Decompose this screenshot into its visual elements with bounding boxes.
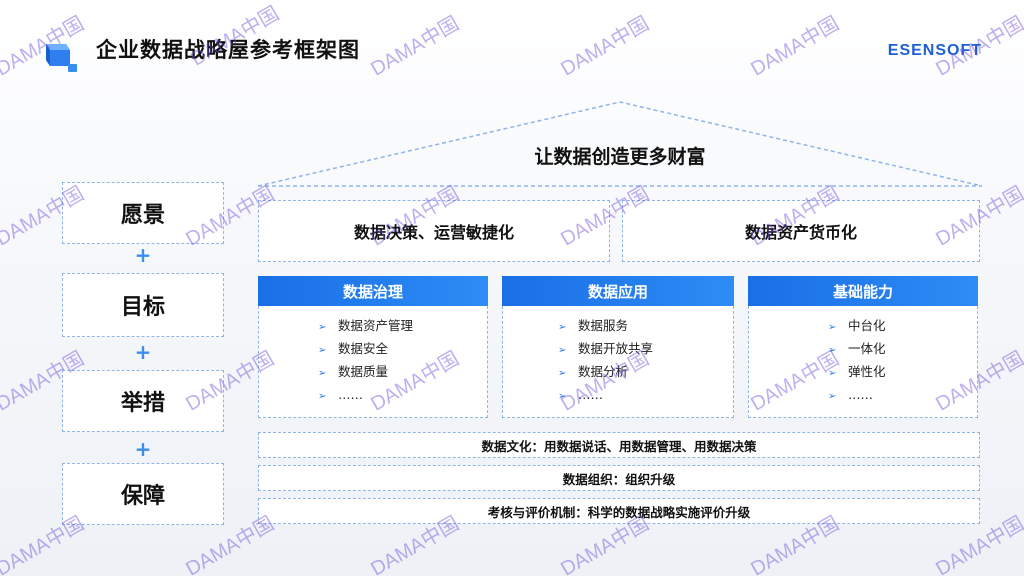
pillar-title: 数据应用 (502, 276, 734, 306)
list-item: ➢一体化 (828, 337, 898, 360)
arrow-bullet-icon: ➢ (558, 368, 567, 379)
arrow-bullet-icon: ➢ (558, 322, 567, 333)
left-item-vision: 愿景 (62, 182, 224, 244)
plus-icon: + (134, 243, 152, 267)
brand-logo: ESENSOFT (887, 42, 982, 59)
pillar-application: 数据应用 ➢数据服务 ➢数据开放共享 ➢数据分析 ➢…… (502, 276, 734, 418)
logo-cube-icon (46, 44, 77, 72)
pillar-governance: 数据治理 ➢数据资产管理 ➢数据安全 ➢数据质量 ➢…… (258, 276, 488, 418)
list-item: ➢数据质量 (318, 360, 428, 383)
bar-data-culture: 数据文化：用数据说话、用数据管理、用数据决策 (258, 432, 980, 458)
list-item: ➢数据资产管理 (318, 314, 428, 337)
bar-evaluation-mechanism: 考核与评价机制：科学的数据战略实施评价升级 (258, 498, 980, 524)
list-item: ➢数据分析 (558, 360, 678, 383)
pillar-title: 数据治理 (258, 276, 488, 306)
arrow-bullet-icon: ➢ (828, 345, 837, 356)
watermark-text: DAMA中国 (747, 12, 843, 81)
left-item-measures: 举措 (62, 370, 224, 432)
arrow-bullet-icon: ➢ (318, 368, 327, 379)
plus-icon: + (134, 437, 152, 461)
arrow-bullet-icon: ➢ (828, 391, 837, 402)
arrow-bullet-icon: ➢ (828, 368, 837, 379)
arrow-bullet-icon: ➢ (318, 345, 327, 356)
arrow-bullet-icon: ➢ (318, 322, 327, 333)
list-item: ➢…… (318, 383, 428, 406)
arrow-bullet-icon: ➢ (558, 391, 567, 402)
roof-outline (258, 101, 982, 187)
roof-title: 让数据创造更多财富 (534, 146, 706, 168)
watermark-text: DAMA中国 (557, 12, 653, 81)
vision-data-monetization: 数据资产货币化 (622, 200, 980, 262)
list-item: ➢…… (558, 383, 678, 406)
arrow-bullet-icon: ➢ (828, 322, 837, 333)
left-item-goal: 目标 (62, 273, 224, 337)
plus-icon: + (134, 340, 152, 364)
list-item: ➢数据服务 (558, 314, 678, 337)
list-item: ➢…… (828, 383, 898, 406)
left-item-guarantee: 保障 (62, 463, 224, 525)
arrow-bullet-icon: ➢ (318, 391, 327, 402)
watermark-text: DAMA中国 (367, 12, 463, 81)
list-item: ➢弹性化 (828, 360, 898, 383)
list-item: ➢数据安全 (318, 337, 428, 360)
page-title: 企业数据战略屋参考框架图 (96, 38, 360, 62)
pillar-title: 基础能力 (748, 276, 978, 306)
list-item: ➢中台化 (828, 314, 898, 337)
pillar-foundation: 基础能力 ➢中台化 ➢一体化 ➢弹性化 ➢…… (748, 276, 978, 418)
vision-agile-decision: 数据决策、运营敏捷化 (258, 200, 610, 262)
bar-data-organization: 数据组织：组织升级 (258, 465, 980, 491)
list-item: ➢数据开放共享 (558, 337, 678, 360)
arrow-bullet-icon: ➢ (558, 345, 567, 356)
